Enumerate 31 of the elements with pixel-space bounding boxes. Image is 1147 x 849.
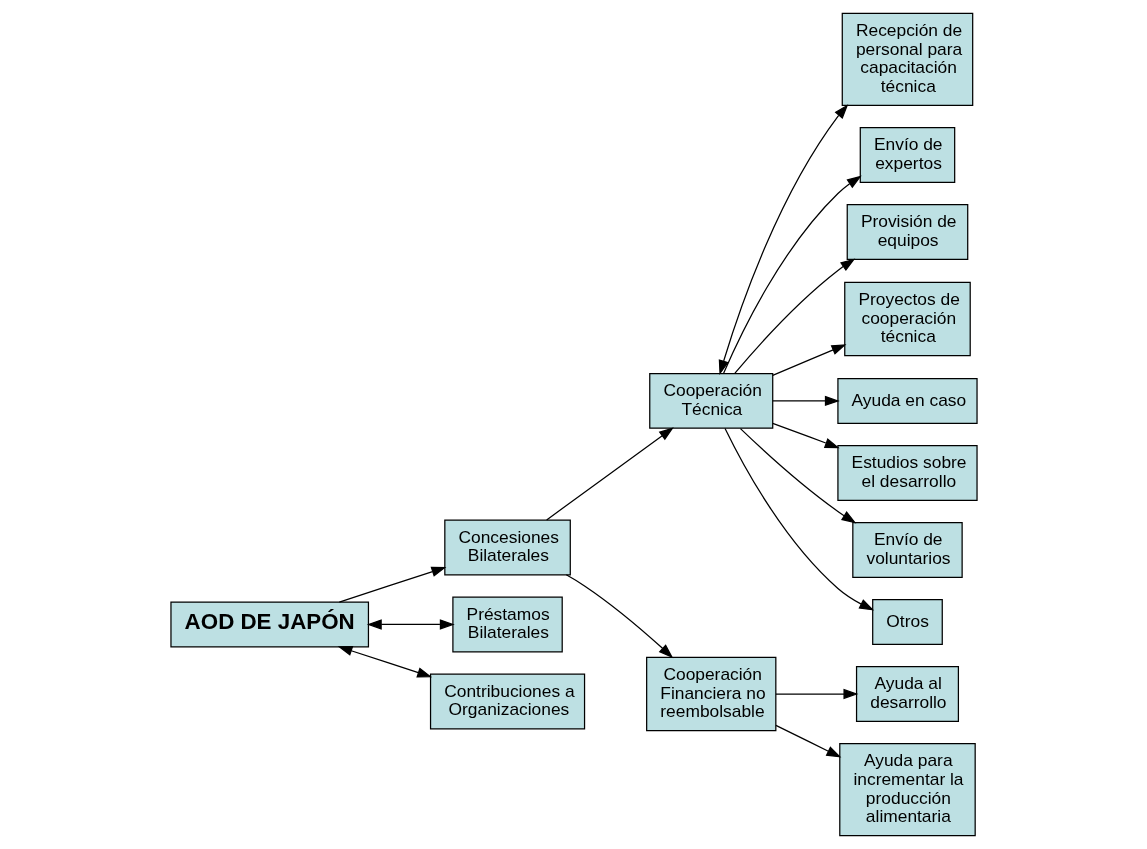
node-box: Ayuda para incrementar la producción alimentaria [838,743,976,837]
arrow [366,619,455,630]
node-box: Recepción de personal para capacitación técnica [841,12,973,106]
node-box: Ayuda al desarrollo [855,666,959,722]
node-box: Estudios sobre el desarrollo [836,445,978,501]
arrow [718,104,848,376]
arrow [338,566,446,603]
arrow [337,645,432,678]
node-box: AOD DE JAPÓN [169,601,369,648]
arrow [771,395,840,407]
node-box: Ayuda en caso [836,377,978,424]
arrow [774,688,858,700]
arrow [722,175,862,374]
arrow [771,422,840,449]
arrow [723,427,874,611]
arrow [545,427,674,521]
node-box: Contribuciones a Organizaciones [429,673,585,730]
arrow [733,258,855,374]
arrow [739,428,856,524]
node-box: Otros [871,599,943,645]
arrow [771,344,846,377]
arrow [565,574,673,659]
node-box: Envío de voluntarios [851,522,963,578]
node-box: Envío de expertos [859,127,955,183]
node-box: Provisión de equipos [846,204,968,260]
node-box: Concesiones Bilaterales [443,519,571,576]
node-box: Proyectos de cooperación técnica [843,281,971,357]
arrow [774,724,841,758]
node-box: Cooperación Técnica [648,372,773,429]
node-box: Préstamos Bilaterales [451,596,563,653]
node-box: Cooperación Financiera no reembolsable [645,656,776,732]
